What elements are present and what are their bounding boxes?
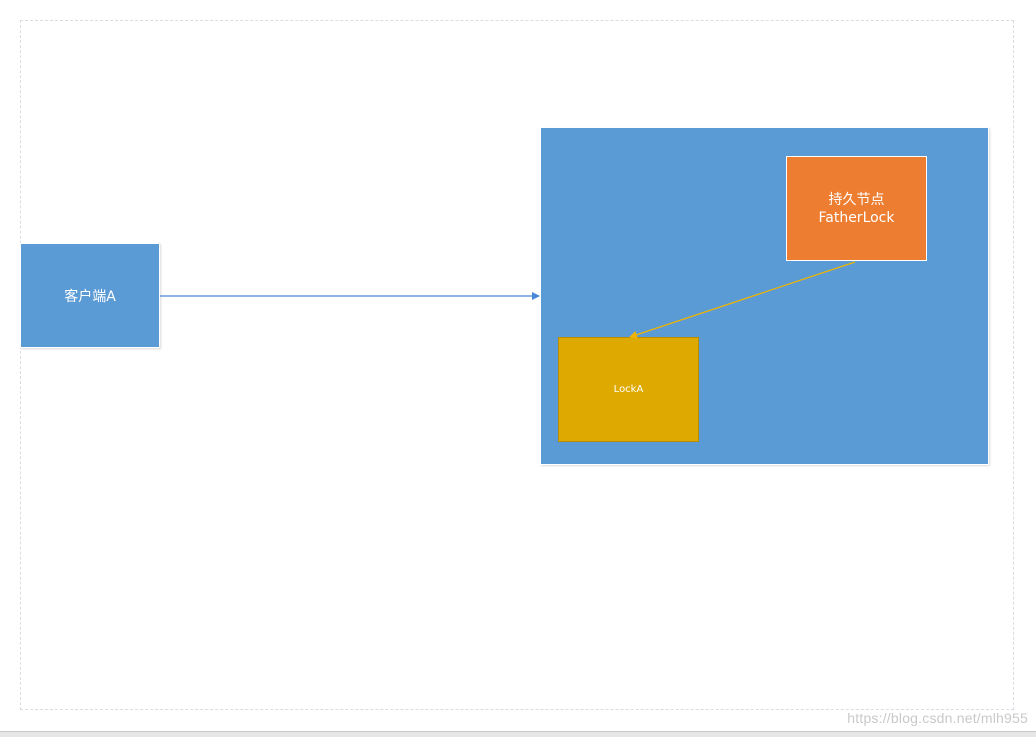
persistent-node-name: FatherLock — [818, 209, 895, 226]
client-a-box: 客户端A — [20, 243, 160, 348]
persistent-node-box: 持久节点 FatherLock — [786, 156, 927, 261]
client-a-label: 客户端A — [64, 288, 116, 305]
lock-a-node-box: LockA — [558, 337, 699, 442]
persistent-node-title: 持久节点 — [828, 191, 885, 208]
lock-a-label: LockA — [613, 384, 644, 395]
watermark-text: https://blog.csdn.net/mlh955 — [847, 710, 1028, 726]
bottom-strip — [0, 731, 1036, 737]
page-border — [20, 20, 1014, 710]
